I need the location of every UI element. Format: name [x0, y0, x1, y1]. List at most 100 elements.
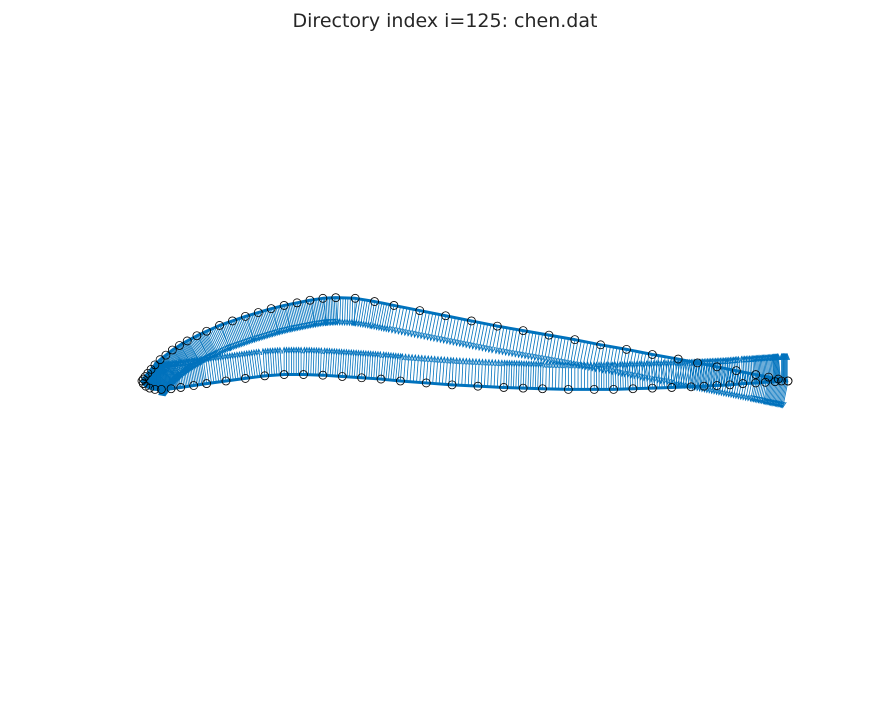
normal-arrow — [617, 361, 624, 390]
normal-arrow — [516, 359, 522, 388]
normal-arrow — [246, 315, 256, 343]
normal-arrow — [249, 349, 256, 378]
normal-arrow — [523, 360, 530, 389]
normal-arrow — [619, 360, 626, 390]
normal-arrow — [624, 360, 631, 389]
surface-point — [337, 372, 347, 381]
surface-point — [622, 344, 631, 354]
surface-point — [421, 378, 431, 388]
normal-arrow — [293, 346, 300, 375]
normal-arrow — [262, 347, 269, 376]
surface-point — [589, 384, 599, 394]
normal-arrow — [591, 361, 598, 390]
surface-point — [140, 372, 150, 381]
normal-arrow — [639, 360, 645, 389]
normal-arrow — [394, 352, 401, 381]
surface-point — [395, 376, 405, 386]
surface-point — [240, 311, 250, 321]
normal-arrow — [629, 360, 636, 389]
normal-arrow — [385, 351, 391, 380]
surface-point — [166, 384, 176, 394]
surface-point — [389, 301, 399, 310]
surface-point — [138, 379, 148, 388]
normal-arrow — [254, 348, 261, 377]
normal-arrow — [360, 300, 368, 329]
normal-arrow — [281, 346, 287, 375]
normal-arrow — [374, 350, 381, 379]
normal-arrow — [783, 352, 790, 381]
normal-arrow — [670, 359, 677, 388]
surface-point — [770, 377, 780, 387]
surface-point — [725, 380, 735, 390]
normal-arrow — [535, 360, 542, 389]
normal-arrow — [508, 359, 515, 388]
normal-arrow — [274, 346, 281, 375]
surface-point — [667, 383, 677, 392]
normal-arrow — [382, 304, 390, 333]
normal-arrow — [525, 360, 532, 389]
surface-points — [137, 293, 793, 394]
surface-point — [777, 376, 786, 386]
normal-arrow — [636, 360, 643, 389]
airfoil-curve — [140, 296, 789, 391]
normal-arrow — [614, 361, 621, 390]
surface-point — [279, 301, 289, 310]
surface-point — [370, 297, 379, 306]
normal-arrow — [272, 346, 279, 376]
normal-arrow — [345, 348, 352, 377]
surface-point — [415, 306, 425, 315]
surface-point — [467, 316, 476, 326]
surface-point — [221, 376, 231, 386]
surface-point — [499, 383, 509, 392]
normal-arrow — [784, 352, 791, 381]
normal-arrow — [626, 360, 633, 389]
surface-point — [161, 350, 171, 360]
normal-arrow — [242, 350, 249, 379]
surface-point — [253, 308, 263, 317]
normal-arrow — [513, 359, 520, 388]
normal-arrow — [368, 301, 375, 330]
normal-arrow — [222, 352, 229, 381]
surface-point — [751, 378, 761, 388]
surface-point — [305, 295, 315, 305]
normal-arrow — [351, 298, 358, 327]
normal-arrow — [374, 302, 383, 331]
surface-point — [609, 384, 618, 394]
surface-point — [156, 384, 166, 394]
normal-arrow — [323, 347, 330, 376]
normal-arrow — [333, 347, 340, 377]
normal-arrow — [331, 347, 337, 376]
normal-arrow — [237, 350, 244, 379]
normal-arrow — [225, 352, 232, 381]
normal-arrow — [308, 346, 315, 375]
surface-point — [544, 330, 554, 340]
surface-point — [279, 370, 289, 379]
normal-arrow — [447, 356, 454, 385]
normal-arrow — [357, 349, 364, 378]
normal-arrow — [213, 354, 220, 383]
normal-arrow — [208, 354, 215, 383]
normal-arrow — [290, 346, 297, 375]
surface-point — [441, 311, 451, 321]
normal-arrow — [338, 348, 345, 377]
normal-arrow — [306, 346, 312, 375]
normal-arrow — [239, 350, 246, 379]
normal-arrow — [598, 361, 605, 390]
surface-point — [176, 383, 186, 392]
surface-point — [673, 354, 683, 364]
normal-arrow — [244, 349, 251, 378]
surface-point — [150, 384, 160, 394]
normal-arrow — [314, 299, 321, 328]
normal-arrow — [506, 359, 513, 388]
normal-arrow — [372, 350, 379, 379]
normal-arrow — [200, 355, 207, 384]
normal-arrow — [498, 359, 505, 388]
surface-point — [628, 384, 638, 394]
normal-arrow — [311, 346, 317, 375]
normal-arrow — [346, 298, 353, 327]
surface-point — [215, 321, 224, 330]
normal-arrow — [283, 346, 290, 375]
normal-arrow — [205, 355, 212, 383]
normal-arrow — [295, 346, 302, 375]
surface-point — [596, 340, 606, 350]
